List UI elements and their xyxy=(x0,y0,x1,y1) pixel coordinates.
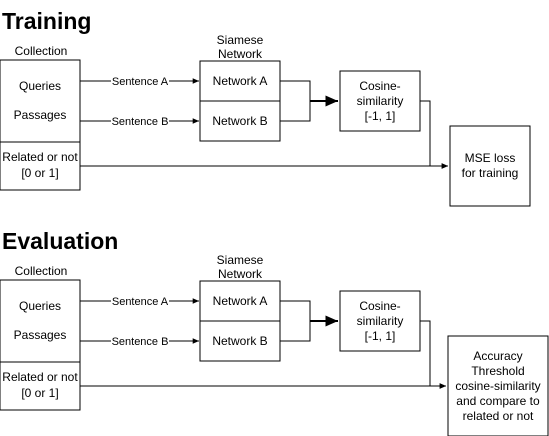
cosine-range-label: [-1, 1] xyxy=(365,329,396,343)
accuracy-label: Accuracy xyxy=(473,349,522,363)
network-a-label: Network A xyxy=(213,294,268,308)
related-label: Related or not xyxy=(2,150,78,164)
related-range-label: [0 or 1] xyxy=(21,166,58,180)
sentence-a-label-bg xyxy=(111,294,169,308)
sentence-a-label-bg xyxy=(111,74,169,88)
cosine-to-output-line xyxy=(420,100,448,169)
cosine-similarity-box xyxy=(339,290,421,352)
network-label: Network xyxy=(218,47,263,61)
collection-box xyxy=(0,59,81,191)
queries-label: Queries xyxy=(19,299,61,313)
threshold-label: Threshold xyxy=(471,364,524,378)
sentence-a-label: Sentence A xyxy=(112,296,169,308)
cosine-to-output-line xyxy=(420,320,446,389)
network-label: Network xyxy=(218,267,263,281)
accuracy-box xyxy=(447,335,549,436)
mse-loss-box xyxy=(449,125,531,207)
sentence-a-label: Sentence A xyxy=(112,76,169,88)
cosine-similarity-text: cosine-similarity xyxy=(455,379,540,393)
training-section: Training Collection Queries Passages Rel… xyxy=(0,8,531,207)
network-merge-line xyxy=(280,80,311,122)
passages-label: Passages xyxy=(14,328,67,342)
siamese-label: Siamese xyxy=(217,33,264,47)
related-range-label: [0 or 1] xyxy=(21,386,58,400)
network-merge-line xyxy=(280,300,311,342)
sentence-b-label-bg xyxy=(111,114,169,128)
siamese-label: Siamese xyxy=(217,253,264,267)
cosine-range-label: [-1, 1] xyxy=(365,109,396,123)
sentence-b-label-bg xyxy=(111,334,169,348)
network-b-label: Network B xyxy=(212,334,267,348)
compare-label: and compare to xyxy=(456,394,540,408)
section-title: Training xyxy=(2,8,91,34)
related-or-not-label: related or not xyxy=(463,409,534,423)
collection-box xyxy=(0,279,81,411)
passages-label: Passages xyxy=(14,108,67,122)
collection-label: Collection xyxy=(15,44,68,58)
sentence-b-label: Sentence B xyxy=(112,336,169,348)
mse-loss-label: MSE loss xyxy=(465,151,516,165)
collection-label: Collection xyxy=(15,264,68,278)
similarity-label: similarity xyxy=(357,94,404,108)
sentence-b-label: Sentence B xyxy=(112,116,169,128)
cosine-label: Cosine- xyxy=(359,79,400,93)
evaluation-section: Evaluation Collection Queries Passages R… xyxy=(0,228,549,436)
for-training-label: for training xyxy=(462,166,519,180)
similarity-label: similarity xyxy=(357,314,404,328)
network-b-label: Network B xyxy=(212,114,267,128)
network-a-label: Network A xyxy=(213,74,268,88)
related-label: Related or not xyxy=(2,370,78,384)
section-title: Evaluation xyxy=(2,228,118,254)
queries-label: Queries xyxy=(19,79,61,93)
cosine-label: Cosine- xyxy=(359,299,400,313)
